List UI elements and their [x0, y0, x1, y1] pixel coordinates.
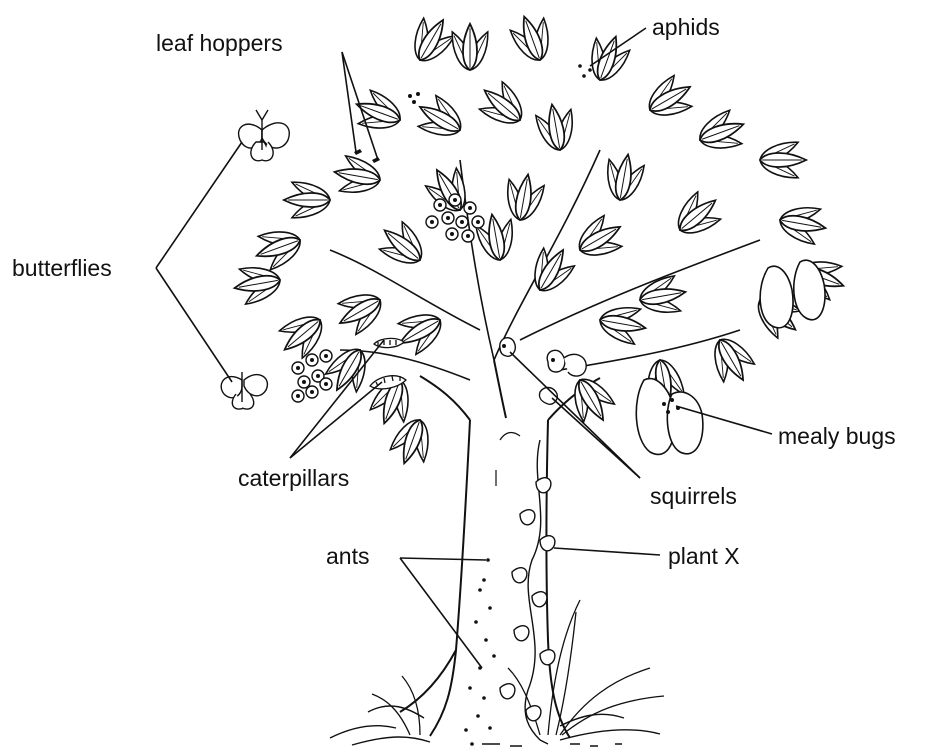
label-squirrels: squirrels — [650, 485, 737, 508]
flower-cluster-left — [292, 350, 332, 402]
label-mealy-bugs: mealy bugs — [778, 425, 896, 448]
label-leaf-hoppers: leaf hoppers — [156, 32, 283, 55]
flower-cluster — [426, 194, 484, 242]
caterpillars — [370, 338, 406, 389]
squirrels — [500, 338, 586, 405]
butterfly-top — [239, 110, 290, 161]
label-caterpillars: caterpillars — [238, 467, 349, 490]
label-plant-x: plant X — [668, 545, 740, 568]
ants — [464, 558, 496, 746]
grass — [372, 600, 664, 735]
ground — [330, 706, 660, 746]
label-ants: ants — [326, 545, 369, 568]
label-butterflies: butterflies — [12, 257, 112, 280]
label-aphids: aphids — [652, 16, 720, 39]
